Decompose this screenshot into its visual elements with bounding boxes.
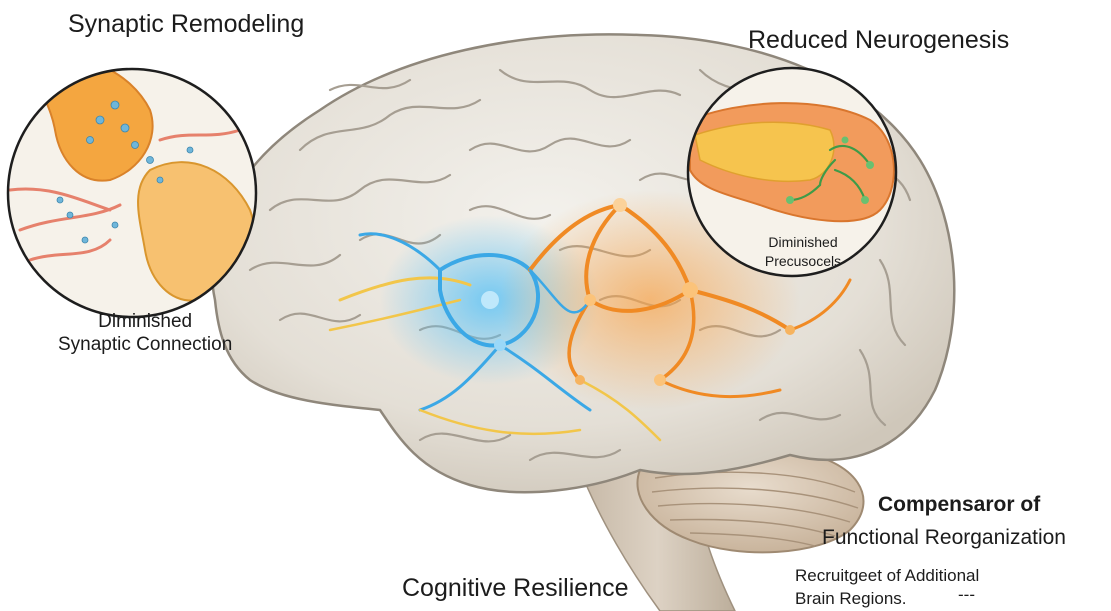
synapse-inset [8,57,256,317]
compensation-title: Compensaror of [878,493,1040,517]
trailing-dashes: --- [958,585,975,605]
synaptic-caption: Diminished Synaptic Connection [58,310,232,356]
functional-reorganization-title: Functional Reorganization [822,526,1066,550]
reduced-neurogenesis-title: Reduced Neurogenesis [748,26,1009,55]
precursor-caption-line2: Precusocels [738,252,868,271]
recruitment-caption: Recruitgeet of Additional Brain Regions. [795,564,979,610]
synaptic-remodeling-title: Synaptic Remodeling [68,10,304,39]
precursor-caption: Diminished Precusocels [738,233,868,271]
cognitive-resilience-title: Cognitive Resilience [402,574,629,603]
recruitment-caption-line2: Brain Regions. [795,587,979,610]
recruitment-caption-line1: Recruitgeet of Additional [795,564,979,587]
synaptic-caption-line1: Diminished [58,310,232,333]
synaptic-caption-line2: Synaptic Connection [58,333,232,356]
precursor-caption-line1: Diminished [738,233,868,252]
